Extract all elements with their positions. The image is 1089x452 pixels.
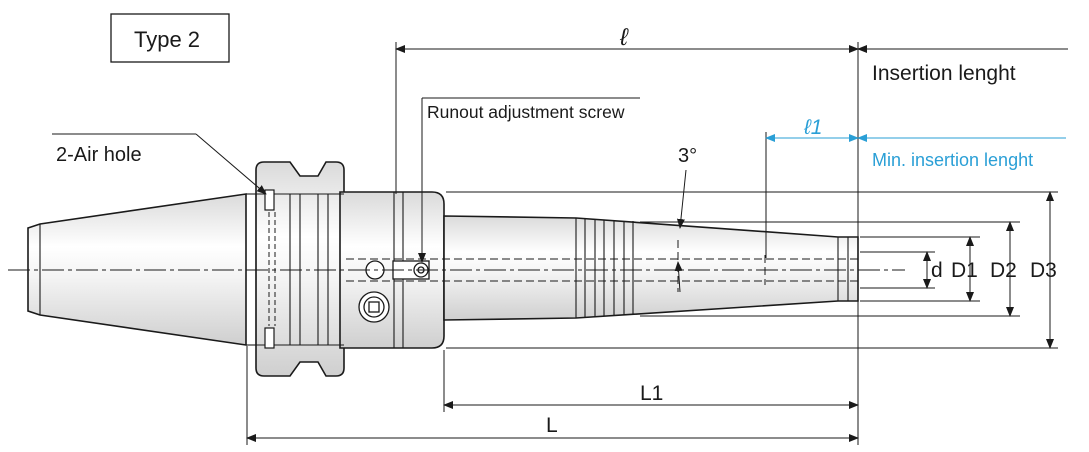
D3-label: D3 xyxy=(1030,259,1057,282)
type-label-box: Type 2 xyxy=(110,13,230,63)
insertion-length-label: Insertion lenght xyxy=(872,62,1016,85)
nose-cone xyxy=(443,215,859,321)
air-hole-slots xyxy=(264,189,275,349)
tool-holder-body xyxy=(27,161,859,377)
type-label: Type 2 xyxy=(134,27,200,52)
ell-label: ℓ xyxy=(619,24,629,51)
D1-label: D1 xyxy=(951,259,978,282)
taper-shank xyxy=(27,193,247,346)
runout-screw-label: Runout adjustment screw xyxy=(427,102,625,122)
d-label: d xyxy=(931,259,943,282)
clamp-screw xyxy=(358,291,390,323)
L1-label: L1 xyxy=(640,382,663,405)
min-insertion-length-label: Min. insertion lenght xyxy=(872,150,1033,170)
air-hole-label: 2-Air hole xyxy=(56,144,142,166)
ell1-label: ℓ1 xyxy=(803,116,822,139)
L-label: L xyxy=(546,414,558,437)
angle-label: 3° xyxy=(678,145,697,167)
dimension-lines xyxy=(52,42,1068,445)
body-details xyxy=(39,192,849,348)
D2-label: D2 xyxy=(990,259,1017,282)
